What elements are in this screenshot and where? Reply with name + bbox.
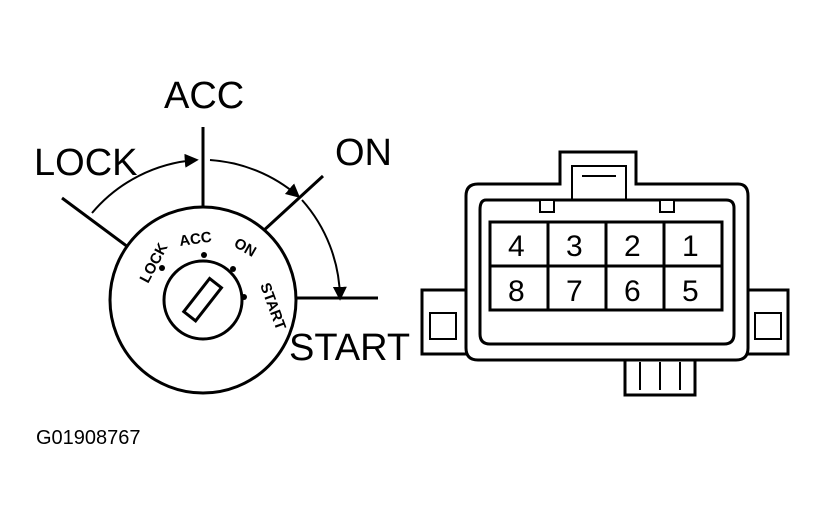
connector-right-ear-slot	[754, 312, 782, 340]
key-cylinder-group: LOCK ACC ON START	[61, 127, 378, 395]
on-detent-dot	[230, 266, 236, 272]
start-detent-dot	[241, 294, 247, 300]
key-slot	[181, 276, 224, 323]
connector-latch	[571, 165, 627, 200]
on-position-line	[260, 174, 325, 234]
pin-7: 7	[566, 275, 583, 308]
connector-group: 4 3 2 1 8 7 6 5	[420, 150, 790, 397]
rotation-arc-arrow-start	[301, 199, 347, 301]
rotation-arc-arrow	[91, 153, 199, 214]
figure-code: G01908767	[36, 427, 141, 449]
pin-4: 4	[508, 230, 525, 263]
connector-left-ear-slot	[429, 312, 457, 340]
pin-3: 3	[566, 230, 583, 263]
lock-position-line	[61, 196, 129, 249]
start-position-label: START	[289, 327, 410, 369]
rotation-arc-arrow-on	[209, 159, 301, 198]
pin-2: 2	[624, 230, 641, 263]
pin-5: 5	[682, 275, 699, 308]
cylinder-acc-label: ACC	[178, 229, 213, 250]
acc-detent-dot	[201, 252, 207, 258]
pin-1: 1	[682, 230, 699, 263]
acc-position-label: ACC	[164, 75, 244, 117]
lock-detent-dot	[159, 265, 165, 271]
on-position-label: ON	[335, 132, 392, 174]
pin-8: 8	[508, 275, 525, 308]
lock-position-label: LOCK	[34, 142, 137, 184]
pin-6: 6	[624, 275, 641, 308]
